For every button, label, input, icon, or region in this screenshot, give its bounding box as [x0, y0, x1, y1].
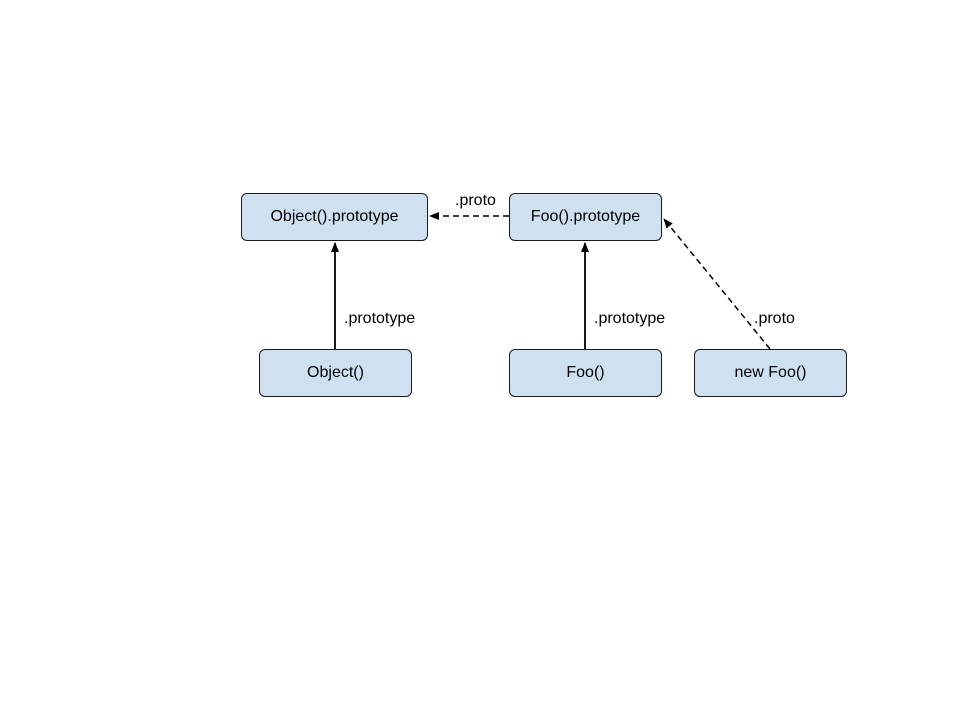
node-object: Object(): [259, 349, 412, 397]
edge-label-object-prototype: .prototype: [344, 310, 416, 327]
edge-label-foo-prototype: .prototype: [594, 310, 666, 327]
node-new-foo: new Foo(): [694, 349, 847, 397]
edge-new-foo-to-foo-prototype: [663, 218, 771, 350]
edge-label-foo-prototype-proto: .proto: [455, 192, 496, 209]
node-foo-prototype: Foo().prototype: [509, 193, 662, 241]
node-foo: Foo(): [509, 349, 662, 397]
node-object-prototype: Object().prototype: [241, 193, 428, 241]
edge-label-new-foo-proto: .proto: [754, 310, 795, 327]
